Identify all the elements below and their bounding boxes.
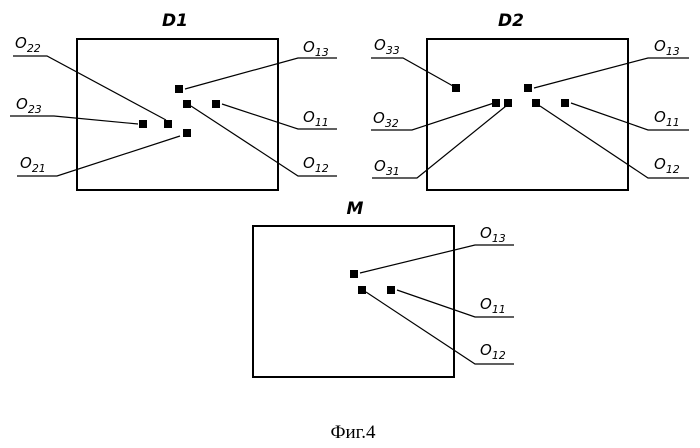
- label-o13: O13: [654, 37, 680, 58]
- object-o31: [504, 99, 512, 107]
- object-o12: [183, 100, 191, 108]
- panel-m-title: M: [347, 199, 364, 219]
- leader-o23: [10, 116, 138, 124]
- panel-m: M O13 O11 O12: [253, 199, 514, 377]
- label-o12: O12: [654, 155, 680, 176]
- label-o13: O13: [303, 38, 329, 59]
- leader-o13: [185, 58, 337, 89]
- label-o12: O12: [303, 154, 329, 175]
- panel-d1: D1 O22 O23 O21 O13 O11 O12: [10, 11, 337, 190]
- panel-m-frame: [253, 226, 454, 377]
- object-o13: [524, 84, 532, 92]
- panel-d2: D2 O33 O32 O31 O13 O11 O12: [371, 11, 689, 190]
- panel-d2-title: D2: [498, 11, 524, 31]
- object-o11: [561, 99, 569, 107]
- object-o12: [358, 286, 366, 294]
- leader-o13: [360, 245, 514, 273]
- label-o12: O12: [480, 341, 506, 362]
- label-o11: O11: [480, 295, 506, 316]
- panel-d2-frame: [427, 39, 628, 190]
- object-o21: [183, 129, 191, 137]
- object-o33: [452, 84, 460, 92]
- label-o13: O13: [480, 224, 506, 245]
- label-o11: O11: [303, 108, 329, 129]
- label-o22: O22: [15, 34, 41, 55]
- object-o11: [212, 100, 220, 108]
- object-o11: [387, 286, 395, 294]
- label-o21: O21: [20, 154, 46, 175]
- panel-d1-frame: [77, 39, 278, 190]
- object-o12: [532, 99, 540, 107]
- panel-d1-title: D1: [162, 11, 188, 31]
- object-o23: [139, 120, 147, 128]
- label-o11: O11: [654, 108, 680, 129]
- object-o22: [164, 120, 172, 128]
- label-o33: O33: [374, 36, 400, 57]
- object-o13: [175, 85, 183, 93]
- label-o23: O23: [16, 95, 42, 116]
- label-o32: O32: [373, 109, 399, 130]
- label-o31: O31: [374, 157, 400, 178]
- leader-o13: [534, 58, 689, 88]
- object-o13: [350, 270, 358, 278]
- leader-o33: [371, 58, 453, 86]
- figure-caption: Фиг.4: [330, 422, 376, 443]
